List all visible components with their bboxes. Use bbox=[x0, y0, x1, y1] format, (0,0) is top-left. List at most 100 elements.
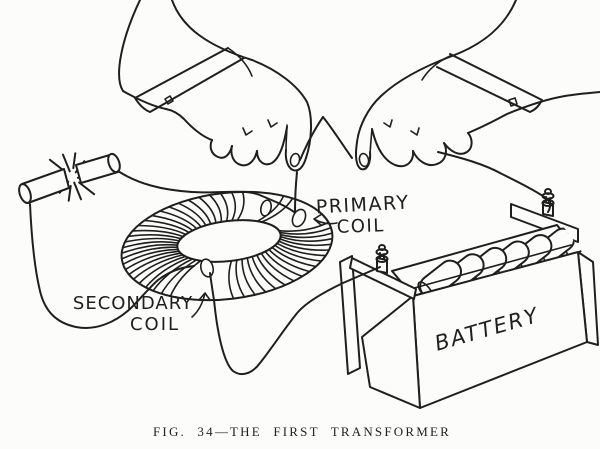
left-middle-finger bbox=[256, 126, 288, 166]
coil-winding-turn bbox=[230, 191, 237, 222]
right-hand-drawing bbox=[355, 0, 600, 171]
coil-winding-turn bbox=[159, 210, 198, 230]
figure-caption: FIG. 34—THE FIRST TRANSFORMER bbox=[153, 424, 451, 439]
right-sleeve-top-edge bbox=[451, 0, 517, 57]
left-wrist-crease bbox=[227, 47, 253, 77]
wire-left-contact-end bbox=[299, 116, 324, 161]
coil-winding-turn bbox=[124, 237, 180, 243]
coil-winding-turn bbox=[144, 257, 190, 289]
battery-left-terminal bbox=[375, 244, 389, 274]
left-ring-finger bbox=[230, 145, 258, 167]
battery-drawing: BATTERY bbox=[339, 188, 599, 409]
secondary-coil-arrow bbox=[191, 292, 211, 318]
right-ring-finger bbox=[412, 142, 447, 166]
coil-windings bbox=[120, 191, 334, 300]
coil-winding-turn bbox=[236, 191, 245, 222]
coil-winding-turn bbox=[127, 234, 182, 240]
left-sleeve-left-edge bbox=[118, 0, 141, 92]
spark-ray bbox=[72, 152, 77, 170]
coil-bare-core-top bbox=[259, 199, 273, 217]
left-knuckle-marks bbox=[242, 119, 278, 136]
right-cufflink bbox=[508, 97, 518, 107]
coil-winding-turn bbox=[177, 202, 207, 227]
rod-right-cap bbox=[107, 152, 121, 174]
wire-coil-to-rod-loop bbox=[29, 203, 195, 329]
right-index-finger-outer bbox=[355, 55, 453, 171]
coil-winding-turn bbox=[121, 241, 179, 249]
coil-winding-turn bbox=[187, 199, 212, 225]
left-sleeve-top-edge bbox=[171, 0, 253, 61]
left-fingernail bbox=[289, 152, 301, 168]
battery-left-plank bbox=[339, 255, 361, 375]
left-cufflink bbox=[164, 95, 174, 105]
battery-front-rim-inner-line bbox=[406, 244, 572, 291]
coil-winding-turn bbox=[132, 254, 184, 280]
secondary-coil-label-line1: SECONDARY bbox=[73, 293, 193, 314]
spark-ray bbox=[78, 181, 96, 196]
battery-left-crossboard bbox=[349, 257, 417, 300]
coil-winding-turn bbox=[120, 243, 179, 255]
coil-winding-turn bbox=[151, 214, 194, 232]
coil-winding-turn bbox=[279, 232, 333, 239]
coil-winding-turn bbox=[278, 240, 330, 251]
wire-right-hand-to-battery bbox=[437, 151, 552, 213]
left-hand-silhouette bbox=[119, 0, 312, 171]
coil-winding-turn bbox=[271, 246, 317, 268]
coil-winding-turn bbox=[143, 219, 190, 234]
right-hand-silhouette bbox=[356, 0, 600, 170]
circuit-wires bbox=[29, 116, 552, 376]
coil-winding-turn bbox=[208, 194, 223, 223]
figure-labels: PRIMARY COIL SECONDARY COIL bbox=[73, 192, 410, 335]
coil-winding-turn bbox=[235, 259, 246, 298]
coil-winding-turn bbox=[279, 238, 333, 247]
coil-winding-turn bbox=[279, 226, 332, 235]
coil-winding-turn bbox=[256, 254, 286, 286]
right-sleeve-right-edge bbox=[564, 91, 600, 97]
primary-coil-label-line1: PRIMARY bbox=[315, 192, 410, 219]
coil-winding-turn bbox=[128, 252, 182, 276]
coil-winding-turn bbox=[122, 248, 179, 266]
spark-gap-drawing bbox=[18, 152, 121, 204]
coil-winding-turn bbox=[278, 221, 330, 232]
coil-winding-turn bbox=[124, 250, 180, 271]
coil-winding-turn bbox=[268, 248, 311, 273]
wire-right-contact-end bbox=[322, 116, 353, 159]
right-fingernail bbox=[358, 152, 370, 168]
coil-winding-turn bbox=[264, 250, 303, 278]
left-index-finger-outer bbox=[251, 59, 312, 172]
spark-ray bbox=[67, 184, 72, 202]
coil-winding-turn bbox=[241, 258, 256, 296]
left-palm-edge bbox=[165, 108, 213, 141]
coil-winding-turn bbox=[198, 196, 217, 224]
primary-coil-label-line2: COIL bbox=[336, 215, 385, 238]
coil-winding-turn bbox=[260, 252, 295, 282]
left-cuff-bottom-edge bbox=[122, 90, 167, 110]
coil-winding-turn bbox=[121, 246, 179, 260]
coil-winding-turn bbox=[219, 192, 229, 222]
coil-winding-turn bbox=[246, 257, 267, 293]
primary-coil-arrow bbox=[313, 213, 338, 226]
coil-winding-turn bbox=[160, 259, 198, 295]
coil-winding-turn bbox=[274, 244, 323, 262]
wire-rod-to-coil bbox=[117, 170, 295, 213]
spark-ray bbox=[73, 181, 82, 201]
coil-winding-turn bbox=[276, 242, 327, 257]
left-cuff-band bbox=[134, 47, 245, 113]
right-palm-edge bbox=[467, 95, 566, 134]
coil-winding-turn bbox=[168, 206, 202, 228]
spark-ray bbox=[62, 153, 71, 173]
coil-winding-turn bbox=[251, 255, 277, 290]
coil-winding-turn bbox=[228, 260, 235, 300]
coil-winding-turn bbox=[137, 224, 187, 236]
coil-winding-turn bbox=[260, 197, 294, 223]
coil-winding-turn bbox=[279, 236, 334, 242]
right-knuckle-marks bbox=[383, 119, 420, 136]
coil-winding-turn bbox=[138, 255, 187, 285]
wire-coil-to-left-finger bbox=[294, 171, 298, 213]
coil-winding-turn bbox=[131, 229, 184, 238]
coil-bare-core-right bbox=[291, 208, 307, 228]
coil-winding-turn bbox=[256, 195, 285, 222]
secondary-coil-label-line2: COIL bbox=[130, 314, 180, 335]
